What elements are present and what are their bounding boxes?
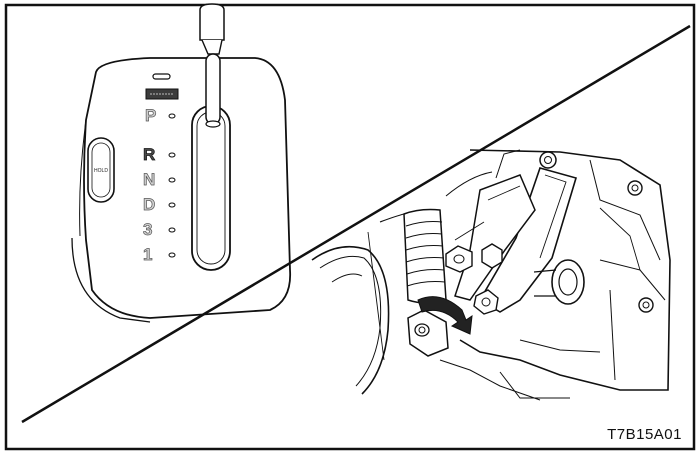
transmission-linkage <box>311 149 671 401</box>
gear-led <box>168 113 176 119</box>
case-bolt <box>539 151 557 169</box>
gear-letter-1: 1 <box>143 245 152 264</box>
gear-indicator-column: P R N D 3 1 <box>143 106 157 265</box>
gear-led-column <box>168 113 176 258</box>
rotation-arrow <box>417 296 473 335</box>
console-trim-left <box>71 237 151 323</box>
case-bolt <box>627 180 643 196</box>
gear-letter-3: 3 <box>143 220 152 239</box>
hold-button[interactable]: HOLD <box>87 137 115 203</box>
figure-border <box>4 3 696 451</box>
indicator-lamp <box>152 73 171 80</box>
gear-led <box>168 252 176 258</box>
shift-lever[interactable] <box>199 3 225 128</box>
lever-nut <box>445 245 473 273</box>
gear-led <box>168 227 176 233</box>
shift-cable-boot <box>403 208 447 304</box>
case-bolt <box>638 297 654 313</box>
gear-led <box>168 152 176 158</box>
shift-console: HOLD P R N D 3 1 <box>71 3 292 323</box>
diagonal-divider <box>21 24 691 424</box>
gear-led <box>168 202 176 208</box>
transmission-case <box>459 149 671 391</box>
selector-lever-arm <box>478 167 578 313</box>
hold-button-label: HOLD <box>94 168 108 174</box>
shift-lever-shaft[interactable] <box>205 53 221 125</box>
steering-column-outline <box>311 245 390 395</box>
hold-button-body[interactable] <box>87 137 115 203</box>
shift-gate <box>191 105 231 271</box>
figure-label: T7B15A01 <box>607 426 682 443</box>
gear-letter-r: R <box>143 145 155 164</box>
gear-letter-d: D <box>143 195 155 214</box>
gear-letter-n: N <box>143 170 155 189</box>
gear-letter-p: P <box>145 106 156 125</box>
cable-end-clip <box>407 309 449 357</box>
console-inner-edge <box>79 119 87 237</box>
gear-led <box>168 177 176 183</box>
shaft-housing <box>533 259 585 305</box>
console-shell <box>83 57 292 319</box>
lever-nut <box>481 243 503 269</box>
lever-nut <box>473 289 499 315</box>
